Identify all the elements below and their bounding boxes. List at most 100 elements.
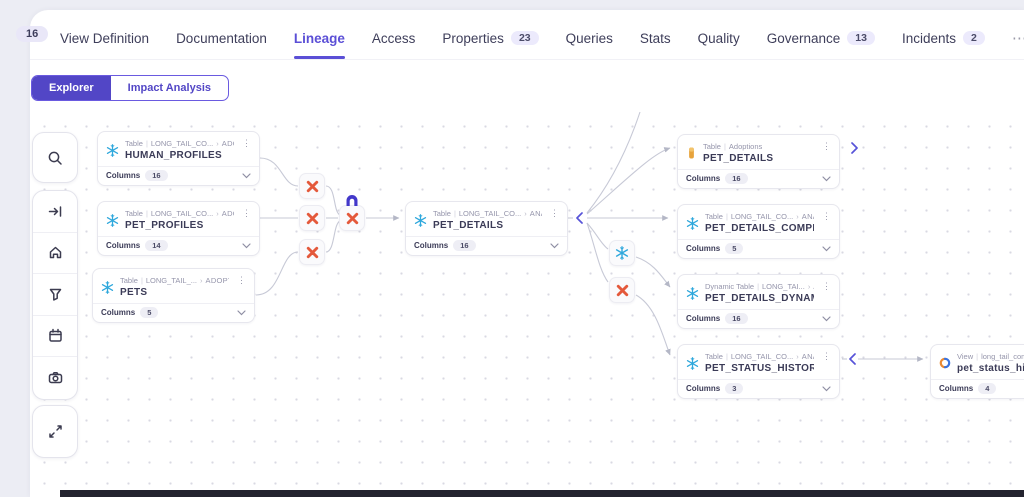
explorer-toggle-button[interactable]: Explorer: [32, 76, 111, 100]
tab-queries[interactable]: Queries: [566, 31, 613, 46]
lineage-node-pet-status-history[interactable]: Table | LONG_TAIL_CO... › ANALYTICS PET_…: [677, 344, 840, 399]
divider: |: [145, 209, 148, 218]
lineage-node-pet-status-history-view[interactable]: View | long_tail_compan pet_status_histo…: [930, 344, 1024, 399]
process-x-icon: [306, 180, 319, 193]
divider: |: [453, 209, 456, 218]
divider: |: [976, 352, 979, 361]
snowflake-icon: [686, 287, 699, 300]
columns-count-badge: 5: [725, 243, 744, 254]
separator: ›: [796, 352, 799, 361]
align-to-bar-button[interactable]: [33, 191, 77, 233]
tab-view-definition[interactable]: View Definition: [60, 31, 149, 46]
columns-count-badge: 4: [978, 383, 997, 394]
tab-label: Incidents: [901, 30, 956, 46]
tab-label: Stats: [639, 30, 671, 46]
filter-button[interactable]: [33, 274, 77, 316]
asset-title: PET_STATUS_HISTORY: [705, 363, 814, 374]
tab-documentation[interactable]: Documentation: [176, 31, 267, 46]
columns-label: Columns: [939, 384, 974, 393]
lineage-canvas[interactable]: Table | LONG_TAIL_CO... › ADOPTION HUMAN…: [30, 110, 1024, 490]
process-node[interactable]: [299, 239, 325, 265]
kebab-menu-icon[interactable]: ⋮: [550, 208, 559, 218]
fullscreen-button[interactable]: [32, 405, 78, 458]
snowflake-icon: [615, 246, 629, 260]
home-button[interactable]: [33, 233, 77, 274]
kebab-menu-icon[interactable]: ⋮: [822, 141, 831, 151]
tab-lineage[interactable]: Lineage: [293, 30, 345, 59]
kebab-menu-icon[interactable]: ⋮: [822, 281, 831, 291]
kebab-menu-icon[interactable]: ⋮: [237, 275, 246, 285]
columns-count-badge: 14: [145, 240, 168, 251]
divider: |: [725, 352, 728, 361]
tab-quality[interactable]: Quality: [698, 31, 740, 46]
asset-title: pet_status_history: [957, 363, 1024, 374]
process-node[interactable]: [299, 205, 325, 231]
asset-title: PET_DETAILS: [703, 153, 774, 164]
filter-icon: [49, 288, 61, 301]
asset-domain: ANALYTICS: [801, 212, 814, 221]
asset-source: LONG_TAIL_CO...: [150, 139, 214, 148]
asset-source: LONG_TAIL_CO...: [730, 212, 794, 221]
chevron-down-icon[interactable]: [822, 245, 831, 252]
collapse-downstream-chevron-icon[interactable]: [848, 353, 858, 365]
asset-count-badge: 16: [16, 26, 49, 42]
kebab-menu-icon[interactable]: ⋮: [822, 351, 831, 361]
camera-icon: [48, 372, 62, 384]
search-button[interactable]: [32, 132, 78, 183]
calendar-icon: [48, 329, 62, 342]
separator: ›: [796, 212, 799, 221]
lineage-node-pet-details-dynamic[interactable]: Dynamic Table | LONG_TAI... › ANALYTICS …: [677, 274, 840, 329]
snowflake-icon: [414, 214, 427, 227]
screenshot-button[interactable]: [33, 357, 77, 399]
schedule-button[interactable]: [33, 316, 77, 357]
chevron-down-icon[interactable]: [822, 175, 831, 182]
tab-label: Lineage: [293, 30, 345, 46]
more-menu-icon[interactable]: ⋯: [1011, 30, 1024, 47]
tab-label: Access: [371, 30, 416, 46]
asset-kind: Table: [433, 209, 451, 218]
chevron-down-icon[interactable]: [237, 309, 246, 316]
columns-count-badge: 16: [725, 313, 748, 324]
lineage-node-human-profiles[interactable]: Table | LONG_TAIL_CO... › ADOPTION HUMAN…: [97, 131, 260, 186]
kebab-menu-icon[interactable]: ⋮: [242, 138, 251, 148]
kebab-menu-icon[interactable]: ⋮: [242, 208, 251, 218]
asset-title: PET_DETAILS_DYNAMIC: [705, 293, 814, 304]
process-node-merge[interactable]: [339, 205, 365, 231]
lineage-node-pet-details-adoptions[interactable]: Table | Adoptions PET_DETAILS ⋮ Columns …: [677, 134, 840, 189]
columns-label: Columns: [106, 241, 141, 250]
arrow-to-bar-icon: [48, 206, 61, 217]
asset-domain: ADOPTION: [221, 139, 234, 148]
divider: |: [140, 276, 143, 285]
separator: ›: [200, 276, 203, 285]
expand-downstream-chevron-icon[interactable]: [849, 142, 859, 154]
collapse-downstream-chevron-icon[interactable]: [575, 212, 585, 224]
divider: |: [757, 282, 760, 291]
chevron-down-icon[interactable]: [822, 315, 831, 322]
chevron-down-icon[interactable]: [550, 242, 559, 249]
process-node[interactable]: [299, 173, 325, 199]
tab-label: Properties: [442, 30, 504, 46]
columns-count-badge: 3: [725, 383, 744, 394]
divider: |: [145, 139, 148, 148]
chevron-down-icon[interactable]: [242, 242, 251, 249]
process-node[interactable]: [609, 277, 635, 303]
canvas-tool-group: [32, 190, 78, 400]
chevron-down-icon[interactable]: [242, 172, 251, 179]
lineage-node-pets[interactable]: Table | LONG_TAIL_... › ADOPTION PETS ⋮: [92, 268, 255, 323]
process-node-snowflake[interactable]: [609, 240, 635, 266]
lineage-node-pet-details[interactable]: Table | LONG_TAIL_CO... › ANALYTICS PET_…: [405, 201, 568, 256]
columns-count-badge: 5: [140, 307, 159, 318]
lineage-node-pet-profiles[interactable]: Table | LONG_TAIL_CO... › ADOPTION PET_P…: [97, 201, 260, 256]
tab-label: View Definition: [60, 30, 150, 46]
tab-access[interactable]: Access: [372, 31, 416, 46]
tab-label: Queries: [565, 30, 613, 46]
lineage-node-pet-details-complete[interactable]: Table | LONG_TAIL_CO... › ANALYTICS PET_…: [677, 204, 840, 259]
impact-analysis-toggle-button[interactable]: Impact Analysis: [111, 76, 228, 100]
asset-kind: View: [957, 352, 974, 361]
tab-stats[interactable]: Stats: [640, 31, 671, 46]
kebab-menu-icon[interactable]: ⋮: [822, 211, 831, 221]
chevron-down-icon[interactable]: [822, 385, 831, 392]
